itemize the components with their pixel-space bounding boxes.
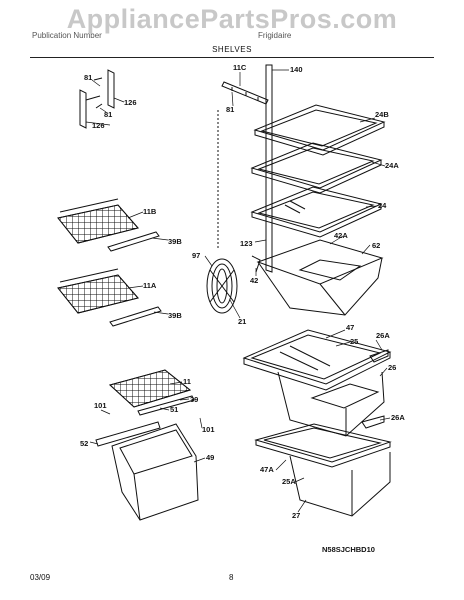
- part-label: 11C: [233, 63, 247, 72]
- part-label: 24A: [385, 161, 399, 170]
- leader-lines: [85, 69, 391, 513]
- part-label: 39: [190, 395, 198, 404]
- part-label: 101: [202, 425, 215, 434]
- part-label: 81: [104, 110, 112, 119]
- part-label: 51: [170, 405, 178, 414]
- shelf-trim-39: [137, 395, 195, 416]
- part-label: 123: [240, 239, 253, 248]
- bin-rail-52: [95, 421, 161, 447]
- brand-name: Frigidaire: [258, 31, 292, 40]
- part-label: 11: [183, 377, 191, 386]
- glass-shelf-24a: [250, 142, 383, 194]
- shelf-rail-11c: [221, 81, 269, 105]
- publication-number: Publication Number: [32, 31, 102, 40]
- storage-bin-49: [111, 423, 199, 521]
- part-label: 39B: [168, 311, 182, 320]
- part-label: 21: [238, 317, 246, 326]
- watermark: AppliancePartsPros.com: [66, 4, 398, 34]
- coil-97: [206, 258, 238, 314]
- diagram-code: N58SJCHBD10: [322, 545, 375, 554]
- part-label: 25: [350, 337, 358, 346]
- part-label: 26A: [376, 331, 390, 340]
- drawer-slide-26a-lower: [361, 415, 385, 429]
- part-label: 24: [378, 201, 387, 210]
- shelf-trim-39b-lower: [109, 306, 162, 327]
- glass-shelf-24b: [253, 104, 386, 156]
- part-label: 81: [84, 73, 92, 82]
- shelf-bracket-top-left: [79, 69, 115, 129]
- wire-shelf-11b: [57, 198, 139, 244]
- part-label: 52: [80, 439, 88, 448]
- wire-shelf-11: [108, 369, 192, 408]
- drawer-slide-26a-upper: [369, 349, 389, 363]
- crisper-pan-62: [251, 239, 384, 316]
- part-label: 126: [92, 121, 105, 130]
- page-title: SHELVES: [212, 45, 252, 54]
- footer-date: 03/09: [30, 573, 51, 582]
- header-rule: [30, 57, 434, 58]
- crisper-cover-25: [242, 329, 392, 391]
- shelf-trim-39b-upper: [107, 231, 160, 252]
- part-label: 126: [124, 98, 137, 107]
- part-label: 39B: [168, 237, 182, 246]
- part-label: 42: [250, 276, 258, 285]
- part-label: 42A: [334, 231, 348, 240]
- glass-shelf-24: [250, 186, 383, 238]
- part-label: 49: [206, 453, 214, 462]
- part-label: 140: [290, 65, 303, 74]
- part-label: 25A: [282, 477, 296, 486]
- crisper-cover-25a: [254, 423, 392, 468]
- part-label: 26: [388, 363, 396, 372]
- footer-page-number: 8: [229, 573, 234, 582]
- ladder-rail: [217, 64, 273, 273]
- wire-shelf-11a: [57, 268, 139, 314]
- part-label: 101: [94, 401, 107, 410]
- part-label: 62: [372, 241, 380, 250]
- part-label: 26A: [391, 413, 405, 422]
- part-label: 27: [292, 511, 300, 520]
- part-label: 97: [192, 251, 200, 260]
- part-label: 11B: [143, 207, 157, 216]
- part-label: 24B: [375, 110, 389, 119]
- crisper-drawer-27: [289, 452, 391, 517]
- part-label: 47A: [260, 465, 274, 474]
- part-label: 81: [226, 105, 234, 114]
- part-label: 47: [346, 323, 354, 332]
- part-label: 11A: [143, 281, 157, 290]
